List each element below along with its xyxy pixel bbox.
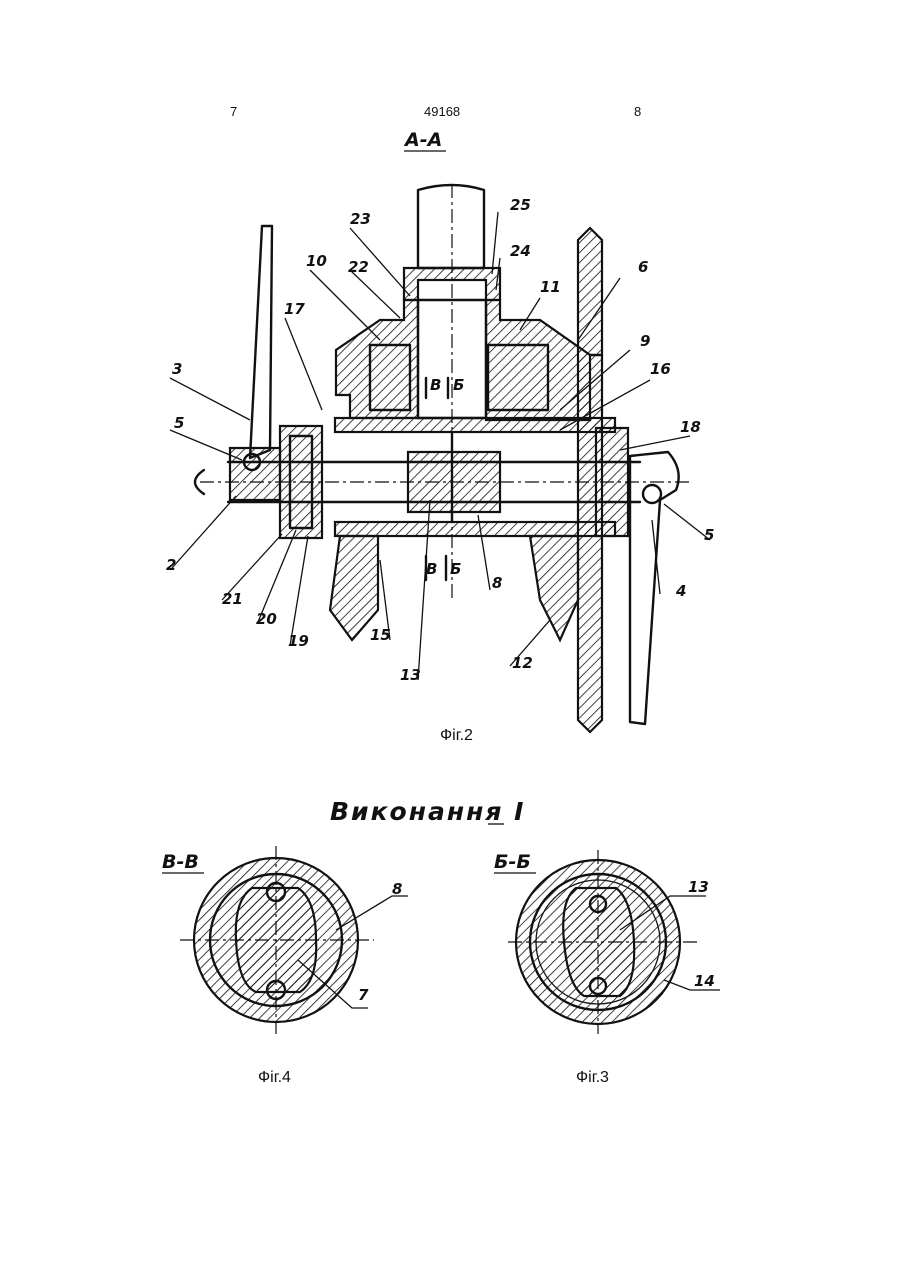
left-lever: [250, 226, 272, 458]
callout-24: 24: [510, 242, 531, 260]
right-lever: [630, 452, 679, 724]
fig3-drawing: Б-Б 13 14 Фіг.3: [494, 850, 720, 1086]
section-mark-v-top: В: [430, 376, 441, 394]
left-bearing-cap: [280, 426, 322, 538]
callout-12: 12: [512, 654, 533, 672]
callout-3: 3: [172, 360, 182, 378]
fig2-caption: Фіг.2: [440, 727, 473, 744]
callout-13: 13: [400, 666, 421, 684]
callout-17: 17: [284, 300, 305, 318]
right-pivot-pin: [643, 485, 661, 503]
fig3-shaft-section: [563, 888, 634, 996]
upper-housing-right: [486, 300, 590, 420]
callout-8: 8: [492, 574, 502, 592]
fig4-section-title: В-В: [162, 851, 199, 873]
callout-11: 11: [540, 278, 561, 296]
upper-housing-left: [336, 300, 418, 418]
fig3-callout-14: 14: [694, 972, 715, 990]
callout-20: 20: [256, 610, 277, 628]
fig4-callout-8: 8: [392, 880, 402, 898]
hub-sleeve-lower: [335, 522, 615, 536]
fig2-drawing: А-А: [166, 129, 714, 744]
fig3-section-title: Б-Б: [494, 851, 531, 873]
lower-housing-right: [530, 536, 578, 640]
callout-5-left: 5: [174, 414, 184, 432]
right-bearing-cap: [596, 428, 628, 536]
callout-19: 19: [288, 632, 309, 650]
callout-2: 2: [166, 556, 176, 574]
callout-5-right: 5: [704, 526, 714, 544]
callout-23: 23: [350, 210, 371, 228]
lower-housing-left: [330, 536, 378, 640]
fig4-drawing: В-В 8 7 Фіг.4: [162, 846, 408, 1086]
callout-6: 6: [638, 258, 648, 276]
fig4-callout-7: 7: [358, 986, 369, 1004]
callout-16: 16: [650, 360, 671, 378]
callout-4: 4: [675, 582, 686, 600]
callout-15: 15: [370, 626, 391, 644]
section-mark-v-bottom: В: [426, 560, 437, 578]
variant-title: Виконання I: [330, 797, 525, 826]
stem-tube: [418, 185, 484, 268]
callout-18: 18: [680, 418, 701, 436]
fig2-section-title: А-А: [403, 129, 442, 151]
callout-25: 25: [510, 196, 531, 214]
fig4-caption: Фіг.4: [258, 1069, 291, 1086]
callout-9: 9: [640, 332, 650, 350]
central-coupling: [408, 452, 500, 512]
callout-10: 10: [306, 252, 327, 270]
section-mark-b-top: Б: [453, 376, 464, 394]
fig3-callout-13: 13: [688, 878, 709, 896]
section-mark-b-bottom: Б: [450, 560, 461, 578]
hub-sleeve-upper: [335, 418, 615, 432]
callout-21: 21: [222, 590, 243, 608]
callout-22: 22: [348, 258, 369, 276]
fig3-caption: Фіг.3: [576, 1069, 609, 1086]
